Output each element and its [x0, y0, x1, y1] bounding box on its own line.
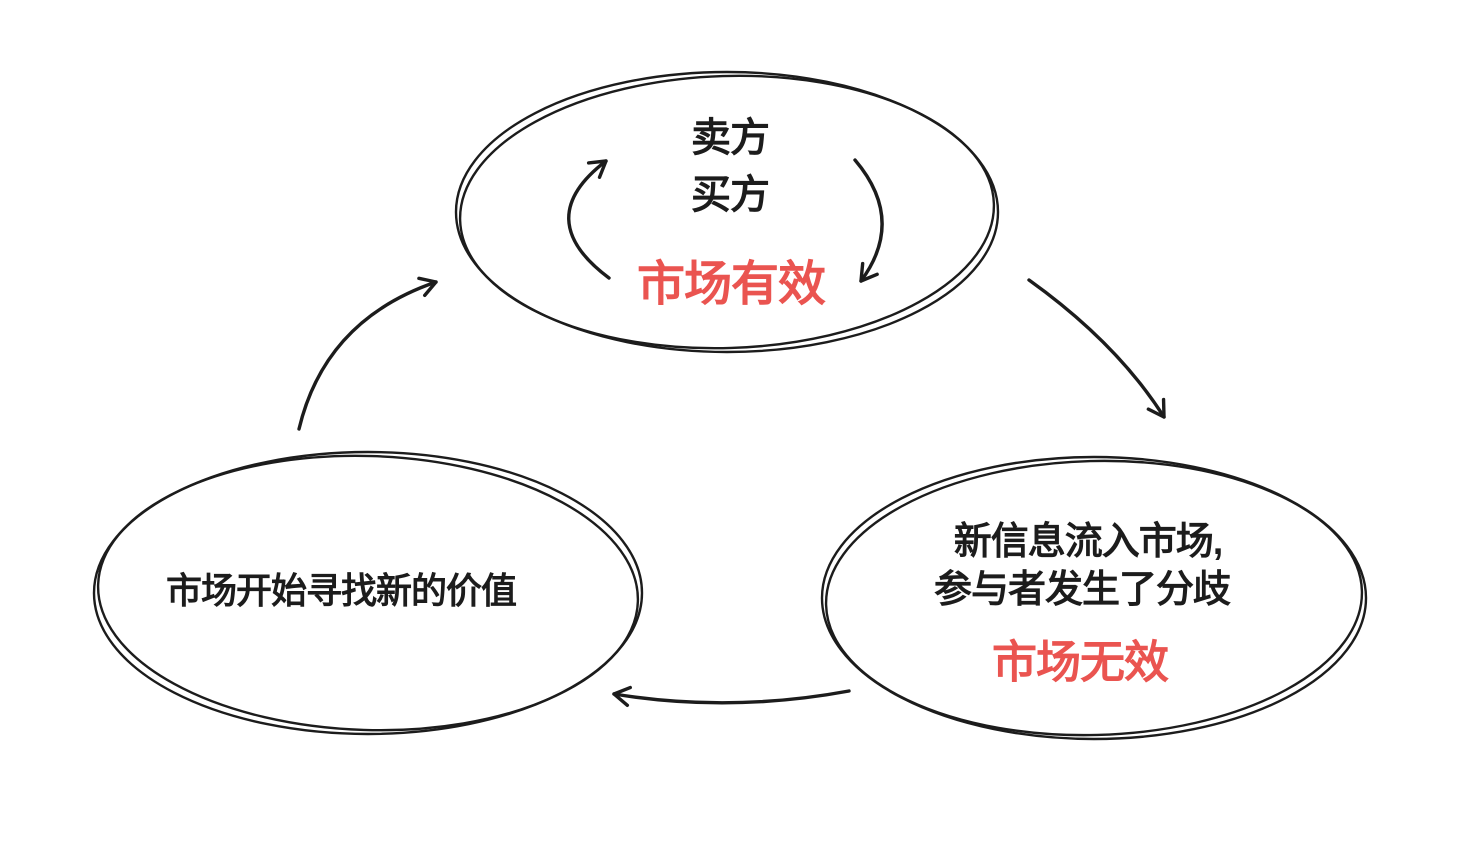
label-new-information-line2: 参与者发生了分歧 — [933, 569, 1231, 611]
inner-cycle-arrow-right — [853, 158, 884, 283]
connector-arrow-right-to-left — [612, 685, 851, 708]
label-buyer: 买方 — [691, 173, 770, 217]
label-seller: 卖方 — [691, 116, 770, 160]
node-ellipse-market-effective — [454, 70, 1000, 354]
status-market-effective: 市场有效 — [636, 258, 826, 311]
node-ellipse-market-ineffective — [820, 455, 1368, 741]
connector-arrow-top-to-right — [1027, 278, 1166, 419]
connector-arrow-left-to-top — [297, 276, 438, 431]
label-new-information-line1: 新信息流入市场, — [953, 521, 1224, 563]
label-market-seeking: 市场开始寻找新的价值 — [165, 570, 517, 611]
node-ellipse-market-seeking — [92, 450, 644, 736]
status-market-ineffective: 市场无效 — [991, 636, 1169, 688]
inner-cycle-arrow-left — [567, 159, 611, 280]
